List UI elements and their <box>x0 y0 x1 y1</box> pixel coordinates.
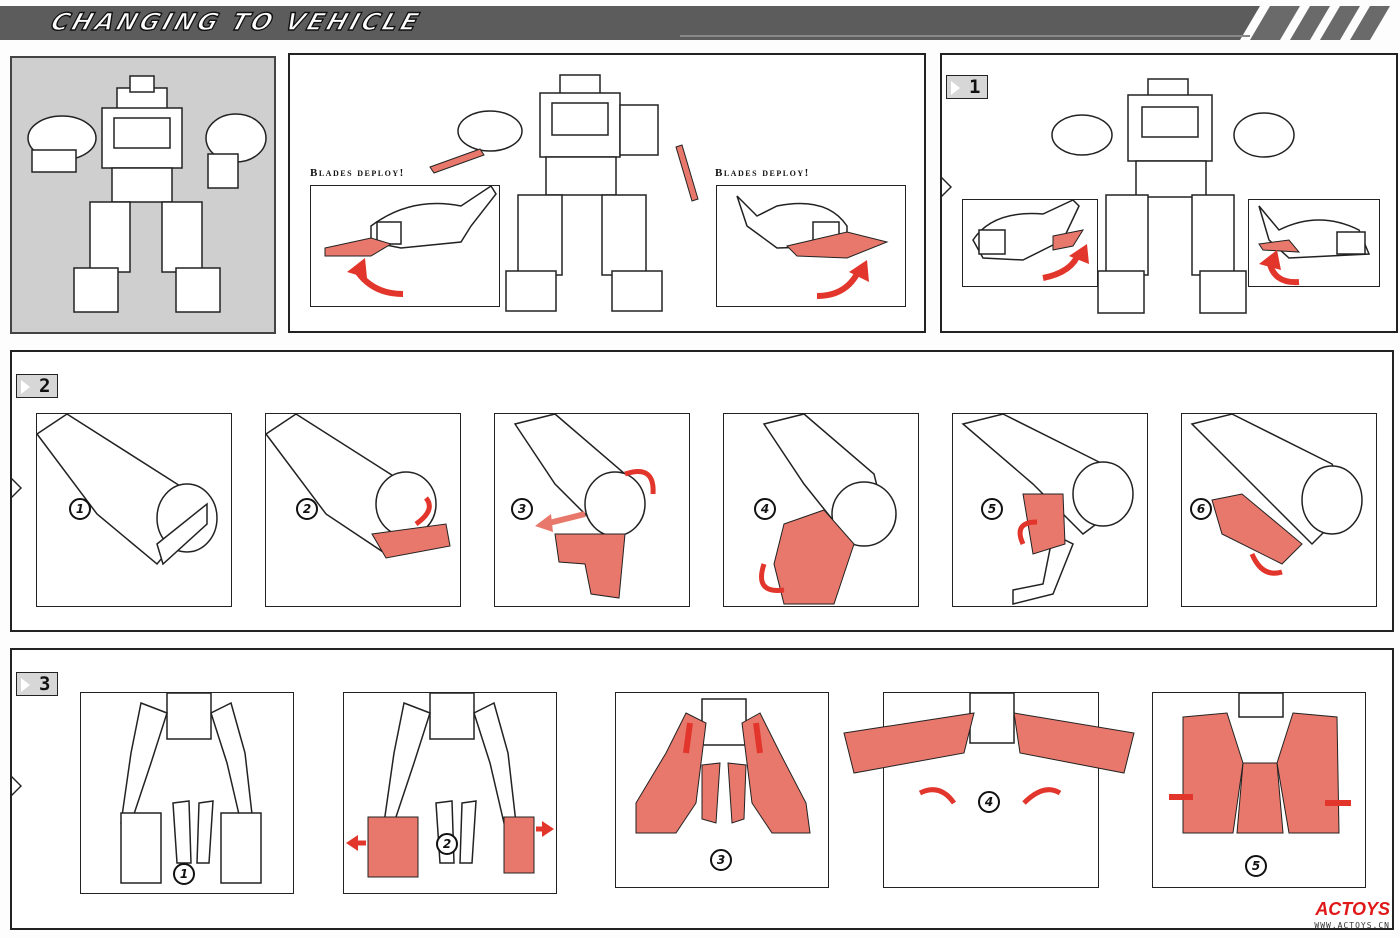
leg-illustration <box>513 413 656 599</box>
blades-deploy-panel: Blades deploy! Blades deploy! <box>288 53 926 333</box>
page-title: CHANGING TO VEHICLE <box>47 7 426 36</box>
substep-number: 3 <box>511 498 533 520</box>
step-2-substep-3: 3 <box>494 413 690 607</box>
step-number: 3 <box>39 673 51 695</box>
step-number: 2 <box>39 375 51 397</box>
blade-detail-inset-right <box>716 185 906 307</box>
blade-icon <box>972 199 1089 281</box>
blade-icon <box>324 184 497 297</box>
substep-number: 4 <box>978 791 1000 813</box>
blade-icon <box>1258 205 1371 286</box>
substep-number: 3 <box>710 849 732 871</box>
step-3-substep-3: 3 <box>615 692 829 888</box>
step-3-substep-5: 5 <box>1152 692 1366 888</box>
leg-illustration <box>346 692 554 878</box>
step-3-substep-4: 4 <box>843 692 1135 888</box>
blades-caption-left: Blades deploy! <box>310 167 405 179</box>
substep-number: 4 <box>754 498 776 520</box>
substep-number: 5 <box>981 498 1003 520</box>
side-notch-icon <box>12 478 22 498</box>
substep-number: 2 <box>436 833 458 855</box>
leg-illustration <box>635 698 811 834</box>
blade-detail-inset-right <box>1248 199 1380 287</box>
leg-illustration <box>759 413 897 605</box>
side-notch-icon <box>12 776 22 796</box>
side-notch-icon <box>942 177 952 197</box>
step-2-substep-5: 5 <box>952 413 1148 607</box>
leg-illustration <box>35 413 218 566</box>
robot-mode-panel <box>10 56 276 334</box>
robot-illustration <box>429 74 699 312</box>
substep-number: 6 <box>1190 498 1212 520</box>
substep-number: 5 <box>1245 855 1267 877</box>
blade-detail-inset-left <box>310 184 500 307</box>
blade-detail-inset-left <box>962 199 1098 287</box>
step-2-substep-2: 2 <box>264 413 461 607</box>
step-tag: 3 <box>16 672 58 696</box>
step-2-panel: 2 <box>10 350 1394 632</box>
step-tag: 2 <box>16 374 58 398</box>
play-icon <box>951 81 960 95</box>
actoys-logo: ACTOYS <box>1315 899 1390 919</box>
blade-icon <box>736 195 889 299</box>
substep-number: 2 <box>296 498 318 520</box>
leg-illustration <box>264 413 451 559</box>
blades-caption-right: Blades deploy! <box>715 167 810 179</box>
actoys-url: WWW.ACTOYS.CN <box>1314 921 1390 930</box>
step-number: 1 <box>969 76 981 98</box>
step-3-substep-2: 2 <box>343 692 557 894</box>
robot-illustration <box>27 75 267 313</box>
step-2-substep-1: 1 <box>35 413 232 607</box>
leg-illustration <box>843 692 1135 805</box>
step-3-substep-1: 1 <box>80 692 294 894</box>
play-icon <box>21 380 30 394</box>
step-tag: 1 <box>946 75 988 99</box>
header-banner <box>0 6 1390 40</box>
foot-illustration <box>1169 692 1351 834</box>
leg-illustration <box>961 413 1134 605</box>
leg-illustration <box>120 692 262 884</box>
substep-number: 1 <box>69 498 91 520</box>
leg-illustration <box>1190 413 1363 576</box>
step-2-substep-6: 6 <box>1181 413 1377 607</box>
step-1-panel: 1 <box>940 53 1398 333</box>
step-2-substep-4: 4 <box>723 413 919 607</box>
substep-number: 1 <box>173 863 195 885</box>
robot-illustration <box>1051 78 1295 314</box>
play-icon <box>21 678 30 692</box>
